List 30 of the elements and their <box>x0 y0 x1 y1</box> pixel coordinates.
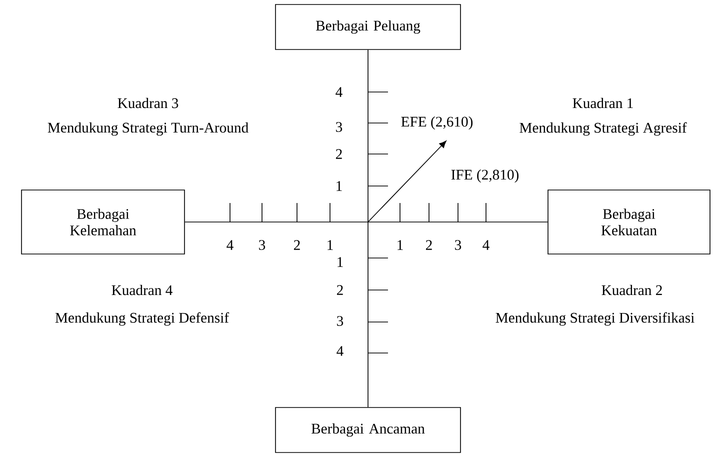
text-box: Berbagai Kelemahan <box>21 190 185 254</box>
label: 3 <box>259 240 266 250</box>
label: 4 <box>482 240 490 250</box>
label: Kuadran 3 <box>118 98 178 108</box>
label: 1 <box>328 240 333 250</box>
label: Mendukung Strategi Defensif <box>55 312 230 326</box>
text-box: Berbagai Ancaman <box>275 407 461 453</box>
label: Mendukung Strategi Agresif <box>520 122 687 136</box>
text-box: Berbagai Kekuatan <box>548 190 710 254</box>
label: 1 <box>336 181 342 191</box>
label: 4 <box>336 87 342 97</box>
label: 4 <box>226 240 234 250</box>
label: 3 <box>336 122 342 132</box>
label: 2 <box>336 285 343 295</box>
label: 2 <box>294 240 300 250</box>
label: 4 <box>336 346 344 356</box>
label: 3 <box>455 240 462 250</box>
label: EFE (2,610) <box>401 116 473 130</box>
label: Mendukung Strategi Diversifikasi <box>496 312 694 326</box>
label: 1 <box>398 240 403 250</box>
label: Kuadran 2 <box>602 284 662 296</box>
label: 3 <box>337 316 344 326</box>
label: 1 <box>338 257 343 267</box>
label: Kuadran 4 <box>112 284 172 296</box>
label: IFE (2,810) <box>451 169 518 183</box>
label: Mendukung Strategi Turn-Around <box>48 122 248 136</box>
label: 2 <box>336 149 342 159</box>
label: Kuadran 1 <box>572 98 633 108</box>
text-box: Berbagai Peluang <box>275 4 461 50</box>
label: 2 <box>426 240 432 250</box>
